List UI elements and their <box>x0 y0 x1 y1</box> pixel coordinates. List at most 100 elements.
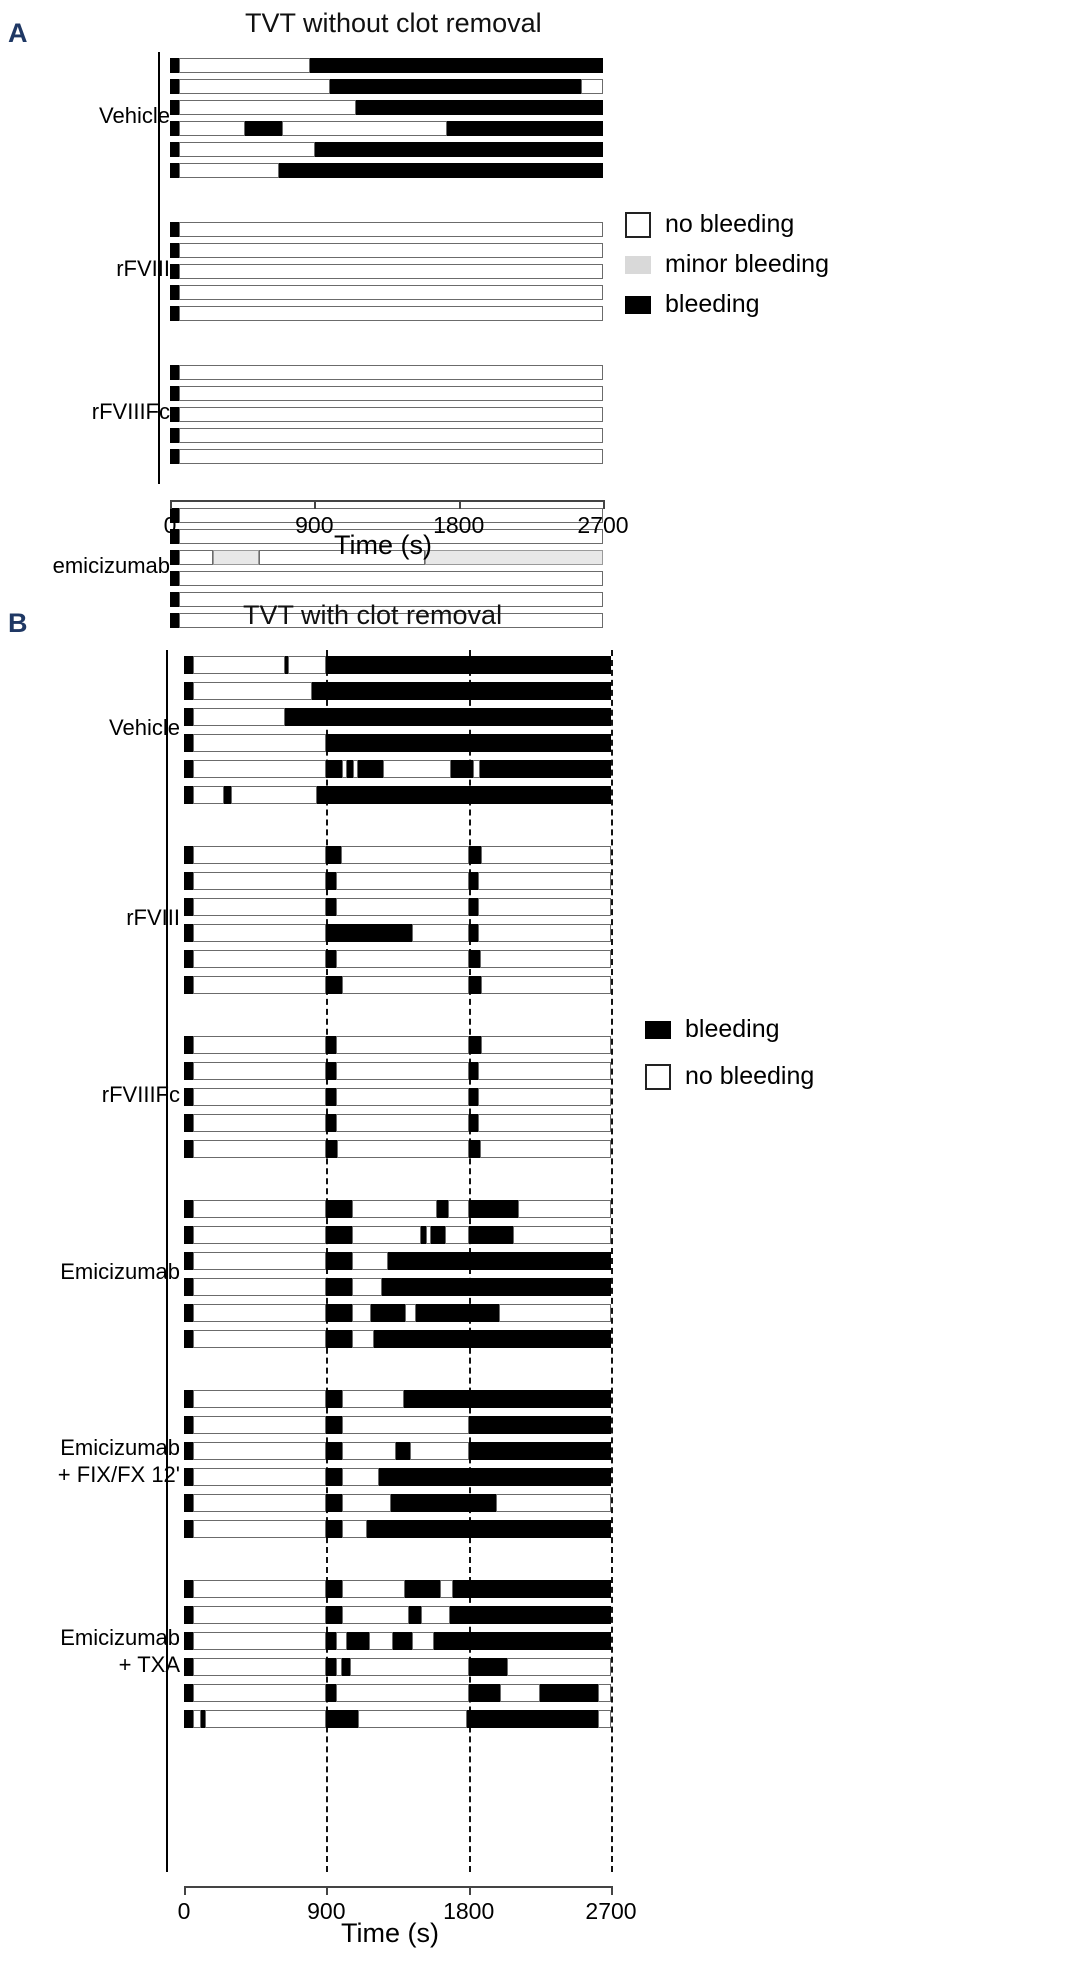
segment-none <box>178 306 603 321</box>
segment-none <box>479 1140 611 1158</box>
segment-none <box>351 1278 382 1296</box>
segment-none <box>178 508 603 523</box>
group-label-rfviiifc: rFVIIIFc <box>91 399 170 424</box>
segment-bleed <box>184 656 193 674</box>
segment-none <box>178 407 603 422</box>
segment-none <box>479 950 611 968</box>
segment-none <box>192 950 327 968</box>
segment-bleed <box>326 1036 336 1054</box>
bleeding-timeline-row <box>166 682 611 700</box>
bleeding-timeline-row <box>158 386 603 401</box>
segment-bleed <box>184 760 193 778</box>
bleeding-timeline-row <box>166 846 611 864</box>
segment-bleed <box>447 121 603 136</box>
bleeding-timeline-row <box>166 1684 611 1702</box>
segment-bleed <box>170 365 179 380</box>
bleeding-timeline-row <box>166 1252 611 1270</box>
segment-none <box>192 1684 327 1702</box>
segment-bleed <box>388 1252 611 1270</box>
segment-bleed <box>367 1520 611 1538</box>
x-tick-2700 <box>603 500 605 509</box>
segment-bleed <box>479 760 611 778</box>
segment-bleed <box>326 898 336 916</box>
segment-bleed <box>405 1580 441 1598</box>
segment-none <box>288 656 327 674</box>
segment-none <box>192 734 327 752</box>
segment-none <box>178 449 603 464</box>
segment-bleed <box>326 1494 343 1512</box>
segment-bleed <box>184 1468 193 1486</box>
segment-none <box>580 79 603 94</box>
segment-bleed <box>468 1684 501 1702</box>
segment-none <box>421 1606 450 1624</box>
segment-bleed <box>408 1606 422 1624</box>
segment-bleed <box>468 924 479 942</box>
segment-bleed <box>184 786 193 804</box>
segment-bleed <box>468 1114 479 1132</box>
segment-bleed <box>381 1278 611 1296</box>
segment-bleed <box>184 1330 193 1348</box>
legend-item-bleeding: bleeding <box>625 290 829 319</box>
segment-none <box>342 1494 392 1512</box>
segment-bleed <box>468 1416 611 1434</box>
bleeding-timeline-row <box>158 264 603 279</box>
segment-none <box>178 100 357 115</box>
segment-bleed <box>342 1658 351 1676</box>
bleeding-timeline-row <box>158 222 603 237</box>
segment-none <box>178 571 603 586</box>
bleeding-timeline-row <box>158 571 603 586</box>
segment-bleed <box>201 1710 205 1728</box>
segment-bleed <box>326 1468 343 1486</box>
segment-bleed <box>326 1606 343 1624</box>
segment-none <box>342 1468 379 1486</box>
swatch-bleeding-icon <box>645 1020 671 1039</box>
segment-bleed <box>468 1442 611 1460</box>
segment-none <box>335 1088 469 1106</box>
segment-none <box>342 1606 409 1624</box>
segment-bleed <box>468 1062 479 1080</box>
bleeding-timeline-row <box>166 1442 611 1460</box>
segment-none <box>351 1200 438 1218</box>
segment-none <box>192 1390 327 1408</box>
segment-bleed <box>170 121 179 136</box>
segment-none <box>353 760 358 778</box>
segment-none <box>178 142 316 157</box>
x-tick-label-0: 0 <box>163 512 177 538</box>
segment-none <box>192 924 327 942</box>
segment-none <box>192 786 224 804</box>
segment-none <box>204 1710 327 1728</box>
swatch-minor-bleeding-icon <box>625 255 651 274</box>
segment-none <box>335 1036 469 1054</box>
segment-bleed <box>468 1088 479 1106</box>
segment-none <box>478 1088 611 1106</box>
segment-bleed <box>378 1468 611 1486</box>
segment-bleed <box>326 1200 352 1218</box>
segment-none <box>192 760 327 778</box>
segment-none <box>178 79 331 94</box>
segment-none <box>178 428 603 443</box>
segment-bleed <box>452 1580 611 1598</box>
bleeding-timeline-row <box>158 58 603 73</box>
segment-bleed <box>316 786 611 804</box>
x-tick-label-2700: 2700 <box>585 1898 637 1924</box>
bleeding-timeline-row <box>166 1494 611 1512</box>
panel-b-letter: B <box>8 608 28 638</box>
legend-label-minor-bleeding: minor bleeding <box>665 250 829 278</box>
segment-none <box>351 1226 422 1244</box>
segment-bleed <box>326 734 611 752</box>
segment-bleed <box>245 121 283 136</box>
segment-none <box>342 1416 469 1434</box>
x-tick-1800 <box>458 500 461 509</box>
segment-none <box>259 550 425 565</box>
x-tick-label-900: 900 <box>307 1898 346 1924</box>
segment-bleed <box>430 1226 445 1244</box>
bleeding-timeline-row <box>166 656 611 674</box>
segment-none <box>231 786 317 804</box>
segment-none <box>342 1442 396 1460</box>
segment-none <box>498 1304 611 1322</box>
segment-none <box>192 1200 327 1218</box>
group-label-emicizumab: Emicizumab <box>60 1258 180 1284</box>
segment-none <box>192 1494 327 1512</box>
segment-none <box>178 58 310 73</box>
segment-bleed <box>184 1278 193 1296</box>
